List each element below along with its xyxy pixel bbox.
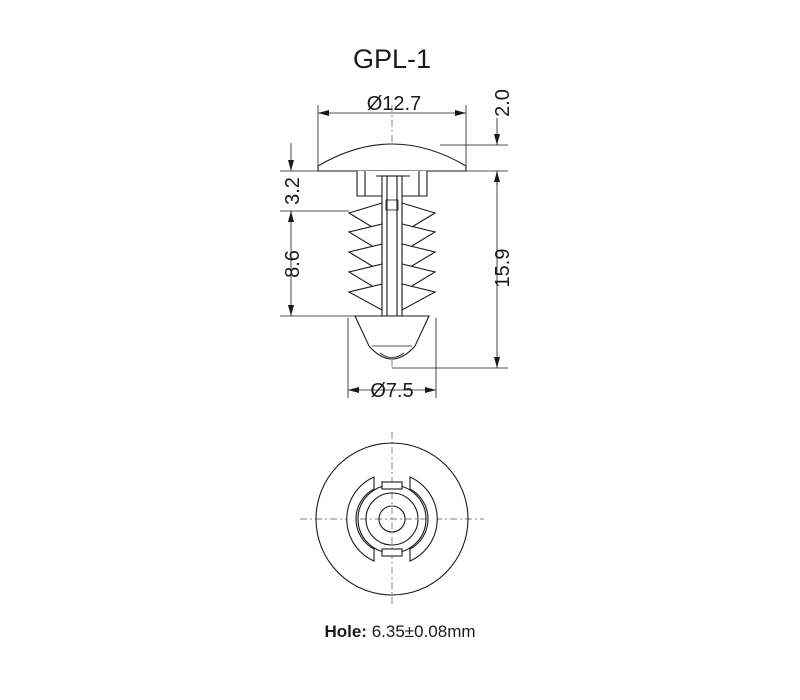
dim-head-height: 2.0 — [492, 89, 514, 117]
top-view — [300, 432, 484, 606]
dimension-lines — [280, 105, 508, 398]
dim-total-length: 15.9 — [492, 249, 514, 288]
dim-top-gap: 3.2 — [282, 177, 304, 205]
part-title: GPL-1 — [353, 44, 431, 74]
dim-fin-length: 8.6 — [282, 250, 304, 278]
dim-head-diameter: Ø12.7 — [367, 93, 421, 115]
top-view-head-circle — [315, 442, 469, 596]
fins-right — [401, 202, 437, 311]
hole-size-caption: Hole: 6.35±0.08mm — [0, 622, 800, 642]
fins-left — [347, 202, 383, 311]
clip-tip — [354, 315, 430, 360]
top-view-center-hole — [378, 505, 406, 533]
hole-value: 6.35±0.08mm — [371, 622, 476, 641]
clip-head — [317, 143, 467, 172]
side-view — [317, 105, 467, 370]
clip-shank — [381, 175, 403, 317]
hole-label: Hole: — [324, 622, 367, 641]
dim-tip-diameter: Ø7.5 — [370, 380, 413, 402]
